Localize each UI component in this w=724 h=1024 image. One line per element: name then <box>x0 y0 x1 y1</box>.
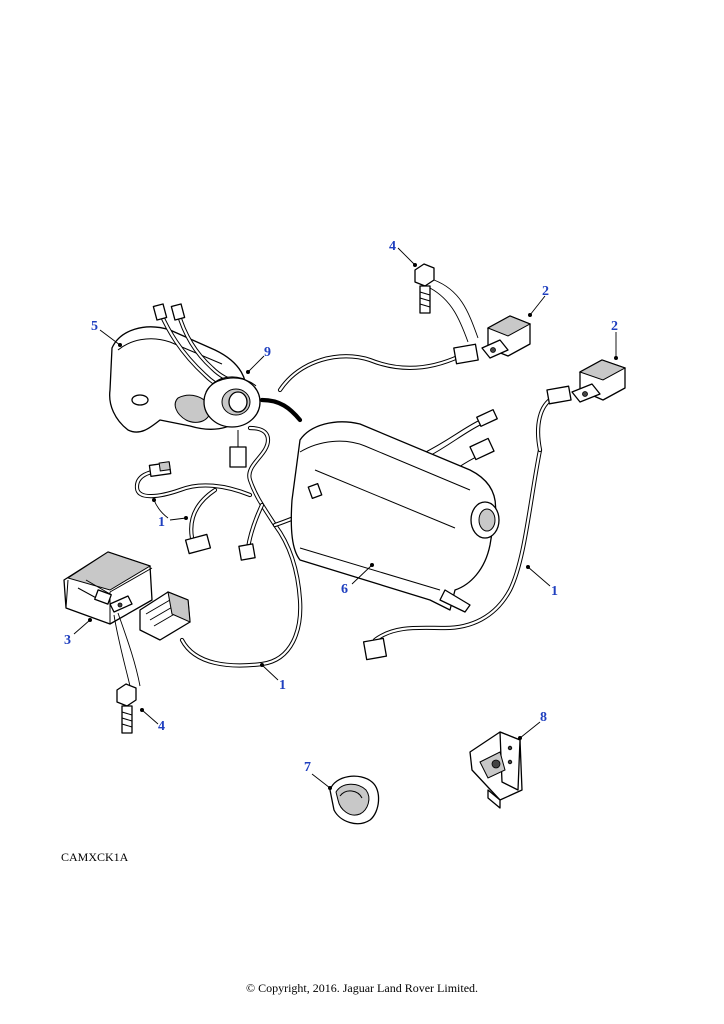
clock-spring <box>203 376 261 428</box>
mounting-bracket <box>469 731 523 809</box>
passenger-airbag <box>290 421 500 613</box>
callouts: 4 2 2 5 9 1 1 6 3 1 4 8 7 <box>64 239 618 775</box>
callout-4-upper: 4 <box>389 239 396 254</box>
impact-sensor-right <box>571 359 627 403</box>
diagram-reference-code: CAMXCK1A <box>61 850 129 864</box>
callout-7: 7 <box>304 760 311 775</box>
connectors <box>139 343 572 661</box>
copyright-notice: © Copyright, 2016. Jaguar Land Rover Lim… <box>245 981 479 995</box>
callout-1-bottom: 1 <box>279 678 286 693</box>
callout-4-lower: 4 <box>158 719 165 734</box>
ecu-plug <box>139 591 191 641</box>
control-module <box>63 551 153 625</box>
callout-9: 9 <box>264 345 271 360</box>
callout-3: 3 <box>64 633 71 648</box>
callout-6: 6 <box>341 582 348 597</box>
callout-1-right: 1 <box>551 584 558 599</box>
callout-5: 5 <box>91 319 98 334</box>
bolt-lower <box>116 683 137 734</box>
grommet <box>329 775 380 825</box>
callout-2-upper: 2 <box>542 284 549 299</box>
callout-1-left: 1 <box>158 515 165 530</box>
leader-lines <box>73 247 618 790</box>
callout-8: 8 <box>540 710 547 725</box>
callout-2-right: 2 <box>611 319 618 334</box>
wiring-harness <box>134 353 556 668</box>
impact-sensor-upper <box>481 315 532 359</box>
